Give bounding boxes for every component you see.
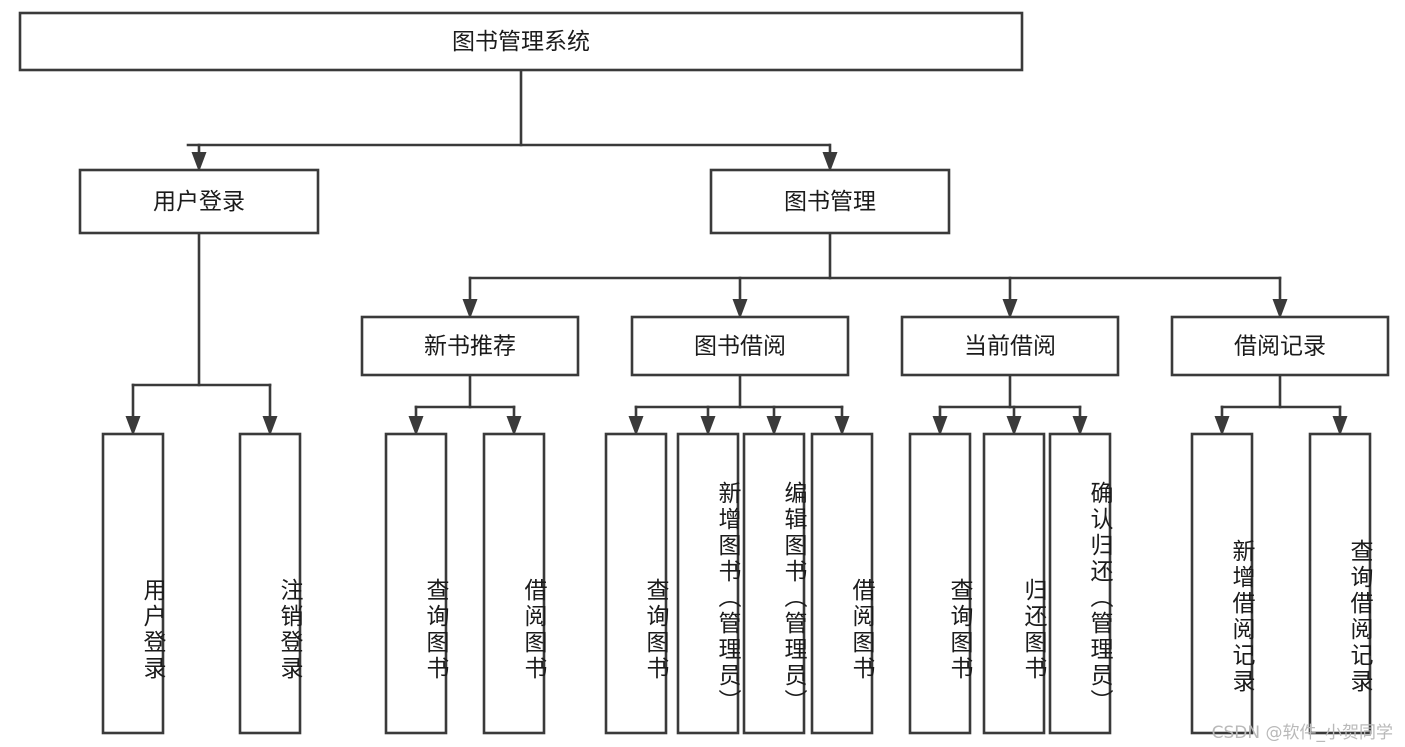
arrow-head-icon	[125, 416, 141, 436]
node-label-root: 图书管理系统	[452, 29, 590, 55]
node-box-user-login[interactable]	[78, 168, 320, 235]
arrow-head-icon	[1332, 416, 1348, 436]
node-box-leaf-logout[interactable]	[238, 432, 302, 735]
arrow-head-icon	[1002, 299, 1018, 319]
csdn-watermark: CSDN @软件_小贺同学	[1211, 723, 1393, 743]
node-box-leaf-borrow-book-1[interactable]	[482, 432, 546, 735]
arrow-head-icon	[766, 416, 782, 436]
arrow-head-icon	[834, 416, 850, 436]
boxes-layer	[18, 11, 1390, 735]
arrow-head-icon	[1214, 416, 1230, 436]
arrow-head-icon	[191, 152, 207, 172]
node-box-leaf-borrow-book-2[interactable]	[810, 432, 874, 735]
arrow-head-icon	[1006, 416, 1022, 436]
arrow-head-icon	[408, 416, 424, 436]
node-box-leaf-query-book-3[interactable]	[908, 432, 972, 735]
node-label-new-book-rec: 新书推荐	[424, 334, 516, 360]
connectors-layer	[125, 68, 1348, 436]
node-box-leaf-query-book-1[interactable]	[384, 432, 448, 735]
node-label-user-login: 用户登录	[153, 189, 245, 215]
node-box-leaf-edit-book[interactable]	[742, 432, 806, 735]
node-box-leaf-confirm-return[interactable]	[1048, 432, 1112, 735]
node-box-book-manage[interactable]	[709, 168, 951, 235]
node-box-leaf-user-login[interactable]	[101, 432, 165, 735]
arrow-head-icon	[628, 416, 644, 436]
node-label-current-borrow: 当前借阅	[964, 334, 1056, 360]
node-box-leaf-add-record[interactable]	[1190, 432, 1254, 735]
node-box-leaf-add-book[interactable]	[676, 432, 740, 735]
node-box-book-borrow[interactable]	[630, 315, 850, 377]
node-box-borrow-record[interactable]	[1170, 315, 1390, 377]
arrow-head-icon	[1272, 299, 1288, 319]
arrow-head-icon	[462, 299, 478, 319]
node-box-new-book-rec[interactable]	[360, 315, 580, 377]
arrow-head-icon	[822, 152, 838, 172]
node-label-borrow-record: 借阅记录	[1234, 334, 1326, 360]
node-label-book-manage: 图书管理	[784, 189, 876, 215]
node-label-book-borrow: 图书借阅	[694, 334, 786, 360]
arrow-head-icon	[1072, 416, 1088, 436]
node-box-leaf-return-book[interactable]	[982, 432, 1046, 735]
arrow-head-icon	[932, 416, 948, 436]
arrow-head-icon	[262, 416, 278, 436]
arrow-head-icon	[700, 416, 716, 436]
node-box-leaf-query-book-2[interactable]	[604, 432, 668, 735]
arrow-head-icon	[732, 299, 748, 319]
node-box-current-borrow[interactable]	[900, 315, 1120, 377]
node-box-root[interactable]	[18, 11, 1024, 72]
node-box-leaf-query-record[interactable]	[1308, 432, 1372, 735]
arrow-head-icon	[506, 416, 522, 436]
